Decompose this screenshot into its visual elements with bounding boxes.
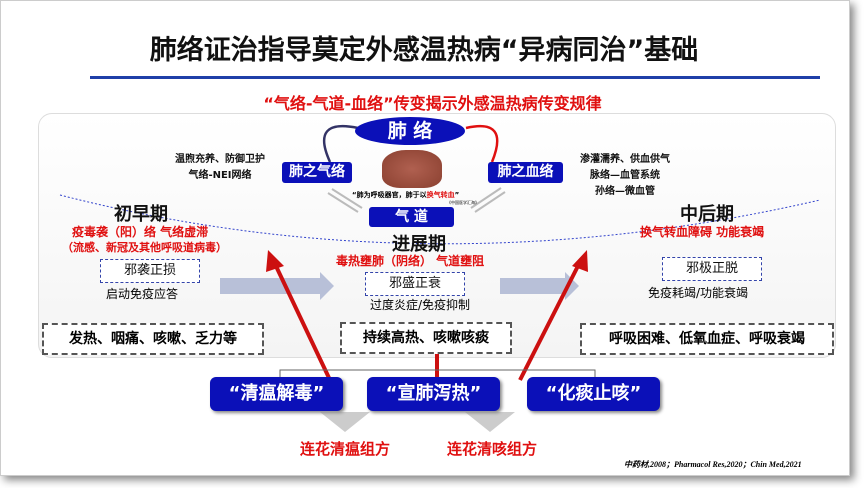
method-lung-heat: “宣肺泻热” bbox=[367, 377, 500, 411]
lung-qi-collateral-node: 肺之气络 bbox=[282, 162, 352, 183]
stage-progress-note: 过度炎症/免疫抑制 bbox=[370, 298, 471, 312]
formula-lianhua-qingke: 连花清咳组方 bbox=[447, 440, 538, 458]
blood-collateral-note: 渗灌濡养、供血供气脉络—血管系统孙络—微血管 bbox=[580, 154, 670, 197]
down-arrow-1 bbox=[320, 412, 370, 432]
stage-early-symptoms: 发热、咽痛、咳嗽、乏力等 bbox=[42, 323, 264, 355]
bracket bbox=[279, 369, 596, 380]
stage-early-desc2: （流感、新冠及其他呼吸道病毒） bbox=[62, 241, 227, 254]
method-clear-plague: “清瘟解毒” bbox=[210, 377, 343, 411]
quote-source: 《中国医学汇海》 bbox=[447, 200, 479, 205]
red-arrow-3 bbox=[518, 261, 582, 381]
stage-early-note: 启动免疫应答 bbox=[106, 287, 179, 301]
red-arrow-1 bbox=[273, 263, 332, 381]
lung-illustration bbox=[382, 150, 442, 188]
stage-progress-box: 邪盛正衰 bbox=[365, 272, 465, 296]
stage-early-title: 初早期 bbox=[114, 204, 168, 225]
exchange-arrow-left bbox=[327, 188, 363, 213]
slide-title: 肺络证治指导莫定外感温热病“异病同治”基础 bbox=[149, 35, 699, 66]
stage-progress-desc: 毒热壅肺（阴络） 气道壅阻 bbox=[336, 254, 485, 268]
stage-early-desc: 疫毒袭（阳）络 气络虚滞 bbox=[72, 225, 209, 239]
stage-progress-symptoms: 持续高热、咳嗽咳痰 bbox=[340, 322, 512, 354]
progress-arrow-2 bbox=[500, 272, 579, 300]
stage-late-title: 中后期 bbox=[680, 204, 734, 225]
subtitle: “气络-气道-血络”传变揭示外感温热病传变规律 bbox=[263, 94, 602, 113]
curve-to-qi bbox=[322, 124, 359, 163]
stage-late-symptoms: 呼吸困难、低氧血症、呼吸衰竭 bbox=[580, 323, 834, 355]
stage-early-box: 邪袭正损 bbox=[100, 259, 200, 283]
exchange-arrow-right bbox=[470, 187, 506, 213]
stage-late-note: 免疫耗竭/功能衰竭 bbox=[648, 286, 749, 300]
progress-arrow-1 bbox=[220, 272, 334, 300]
lung-quote: “肺为呼吸器官，肺于以换气转血” bbox=[352, 191, 460, 199]
title-divider bbox=[90, 76, 820, 79]
method-phlegm-cough: “化痰止咳” bbox=[527, 377, 660, 411]
airway-node: 气 道 bbox=[369, 207, 454, 227]
lung-blood-collateral-node: 肺之血络 bbox=[488, 162, 563, 183]
stage-late-box: 邪极正脱 bbox=[662, 257, 762, 281]
down-arrow-2 bbox=[465, 412, 515, 432]
citation: 中药材,2008；Pharmacol Res,2020；Chin Med,202… bbox=[624, 460, 802, 469]
lung-collateral-node: 肺 络 bbox=[355, 117, 465, 145]
formula-lianhua-qingwen: 连花清瘟组方 bbox=[300, 440, 391, 458]
stage-curve bbox=[59, 194, 821, 245]
stage-progress-title: 进展期 bbox=[392, 234, 446, 255]
stage-late-desc: 换气转血障碍 功能衰竭 bbox=[640, 225, 765, 239]
diagram-panel bbox=[38, 113, 836, 358]
curve-to-xue bbox=[465, 124, 499, 163]
qi-collateral-note: 温煦充养、防御卫护气络-NEI网络 bbox=[175, 154, 265, 181]
